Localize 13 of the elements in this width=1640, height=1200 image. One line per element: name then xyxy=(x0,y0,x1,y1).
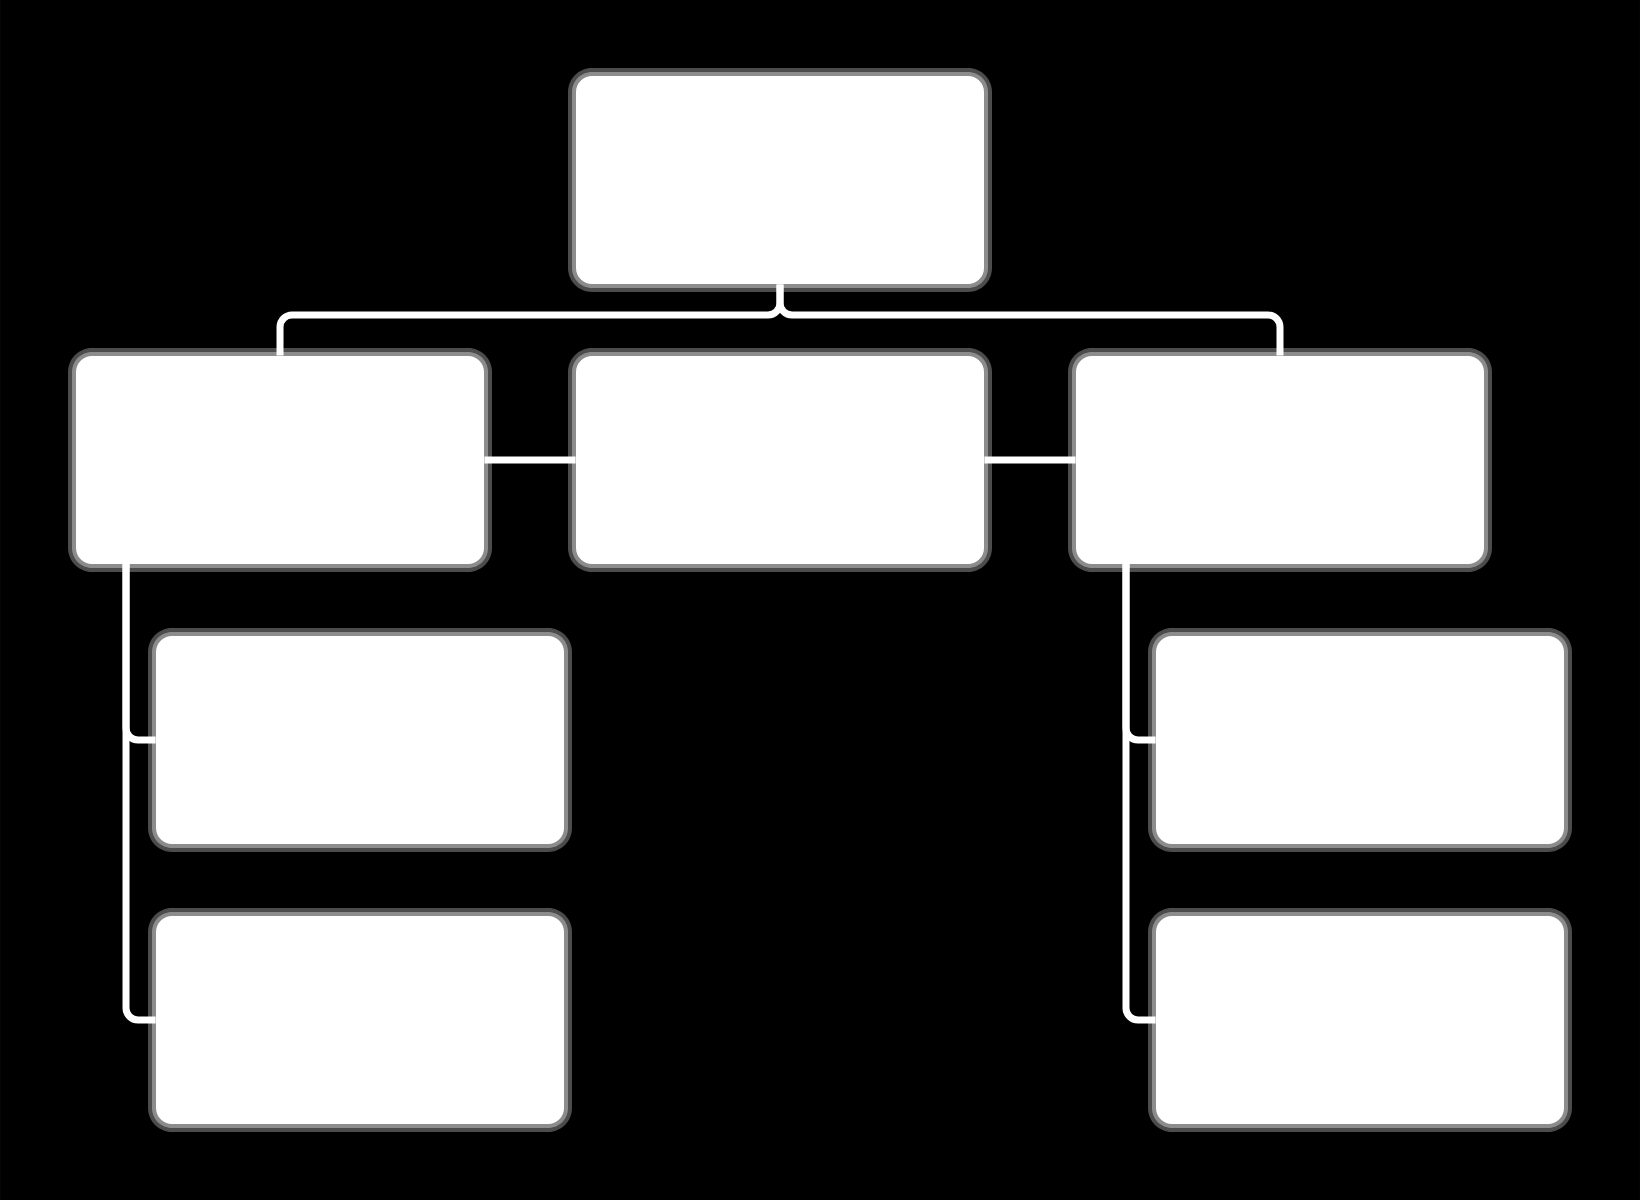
connector-line xyxy=(984,456,1076,464)
connector-line xyxy=(122,564,156,1024)
connector-line xyxy=(776,284,1284,356)
empty-box xyxy=(68,348,492,572)
empty-box xyxy=(148,908,572,1132)
empty-box xyxy=(568,348,992,572)
connector-line xyxy=(1122,564,1156,1024)
empty-box xyxy=(568,68,992,292)
empty-box xyxy=(1068,348,1492,572)
empty-box xyxy=(1148,628,1572,852)
empty-box xyxy=(148,628,572,852)
connector-line xyxy=(484,456,576,464)
empty-box xyxy=(1148,908,1572,1132)
